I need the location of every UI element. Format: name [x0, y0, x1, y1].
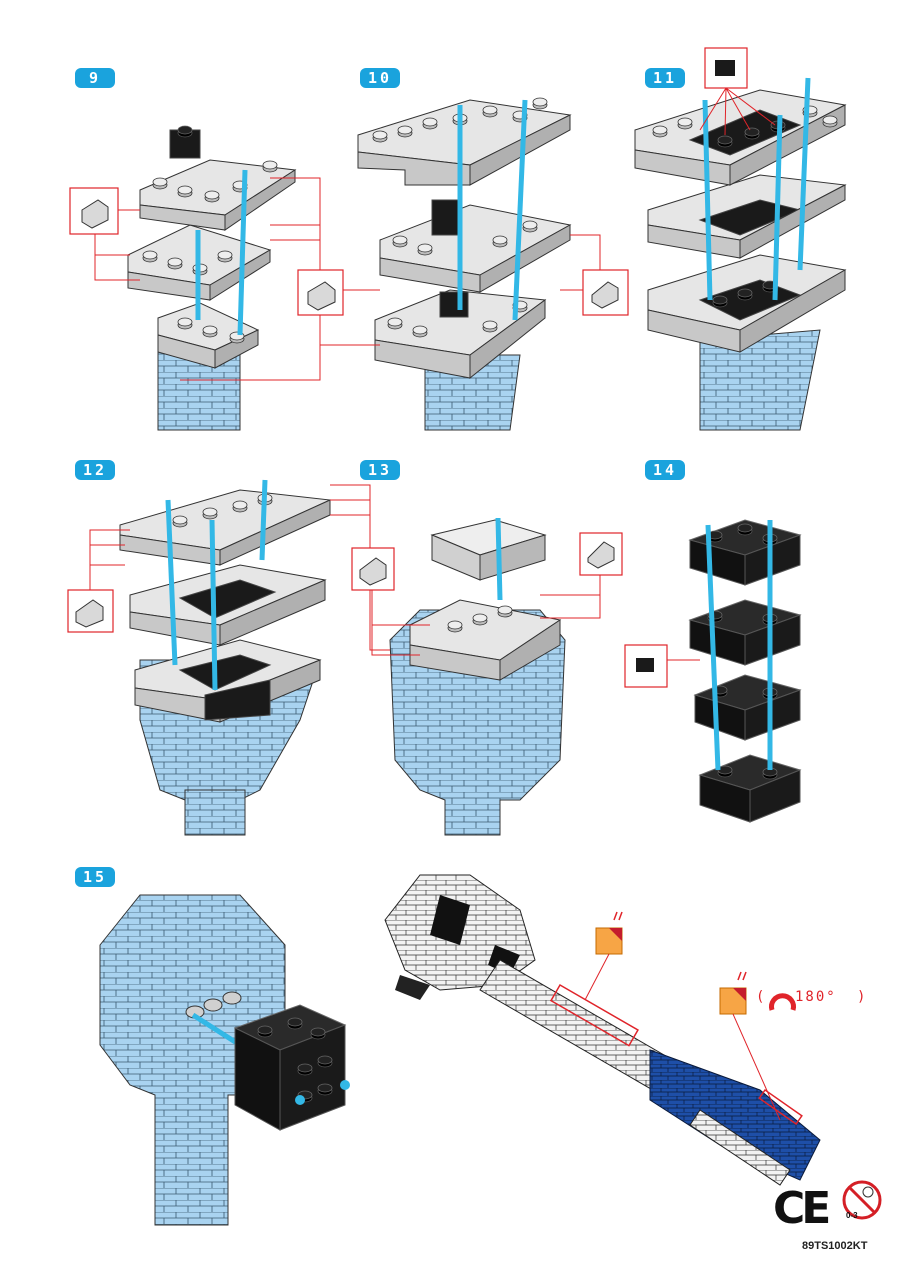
age-warning-icon [842, 1180, 882, 1220]
step-10-illustration [297, 97, 629, 431]
step-9-illustration [69, 125, 321, 431]
completed-wrench-model [384, 874, 821, 1186]
step-14-illustration [624, 519, 802, 823]
rotation-value: 180° [795, 989, 837, 1005]
ce-mark: CE [773, 1183, 831, 1234]
step-badge-13: 13 [360, 460, 400, 480]
step-15-illustration [99, 894, 350, 1226]
step-12-illustration [67, 479, 420, 836]
rotation-close: ) [857, 989, 866, 1005]
step-badge-10: 10 [360, 68, 400, 88]
step-11-illustration [634, 47, 847, 431]
step-badge-9: 9 [75, 68, 115, 88]
step-badge-11: 11 [645, 68, 685, 88]
product-code: 89TS1002KT [802, 1240, 868, 1252]
step-badge-15: 15 [75, 867, 115, 887]
step-badge-14: 14 [645, 460, 685, 480]
rotation-open: ( [756, 989, 767, 1005]
step-badge-12: 12 [75, 460, 115, 480]
age-warning-label: 0-3 [846, 1211, 858, 1220]
step-13-illustration [351, 517, 623, 836]
